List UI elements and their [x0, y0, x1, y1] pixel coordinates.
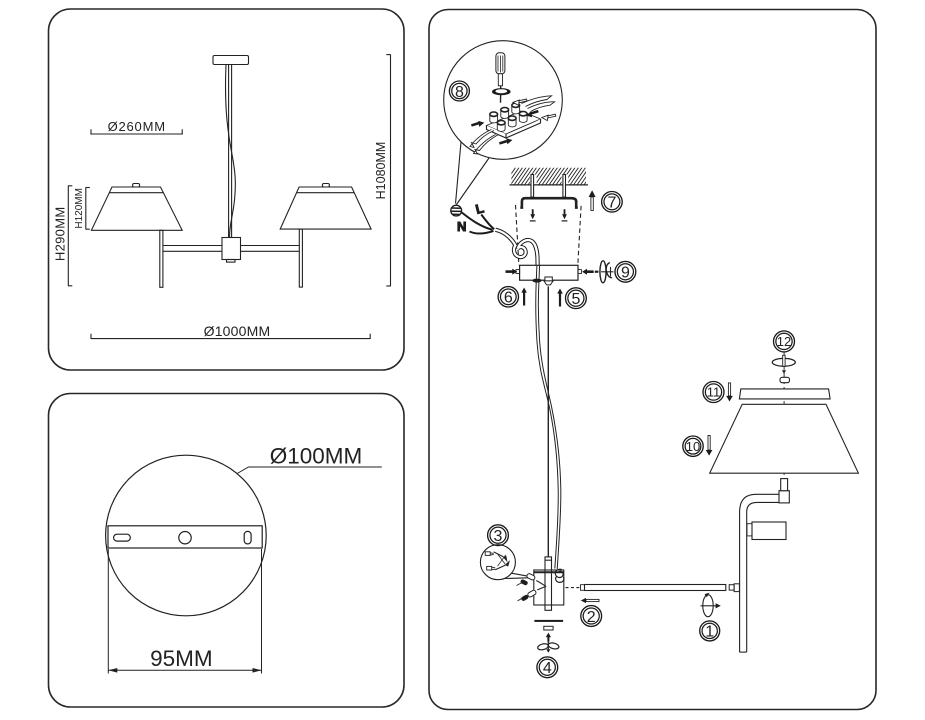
svg-text:6: 6	[504, 290, 513, 307]
svg-text:N: N	[457, 219, 466, 234]
svg-text:H1080MM: H1080MM	[374, 142, 388, 200]
svg-text:L: L	[474, 200, 485, 216]
svg-text:8: 8	[455, 84, 464, 101]
svg-text:H290MM: H290MM	[53, 207, 68, 262]
svg-text:2: 2	[587, 609, 596, 626]
svg-text:Ø100MM: Ø100MM	[270, 444, 363, 469]
svg-text:10: 10	[686, 439, 700, 454]
svg-text:9: 9	[621, 265, 630, 282]
svg-text:1: 1	[705, 624, 714, 641]
svg-text:7: 7	[607, 195, 616, 212]
svg-text:4: 4	[543, 660, 552, 677]
svg-text:Ø1000MM: Ø1000MM	[204, 323, 271, 339]
svg-text:H120MM: H120MM	[74, 188, 85, 229]
svg-text:Ø260MM: Ø260MM	[108, 119, 166, 134]
svg-text:12: 12	[777, 334, 791, 349]
svg-text:5: 5	[571, 291, 580, 308]
svg-text:3: 3	[494, 528, 503, 545]
svg-text:95MM: 95MM	[150, 646, 213, 671]
svg-text:11: 11	[707, 385, 721, 400]
